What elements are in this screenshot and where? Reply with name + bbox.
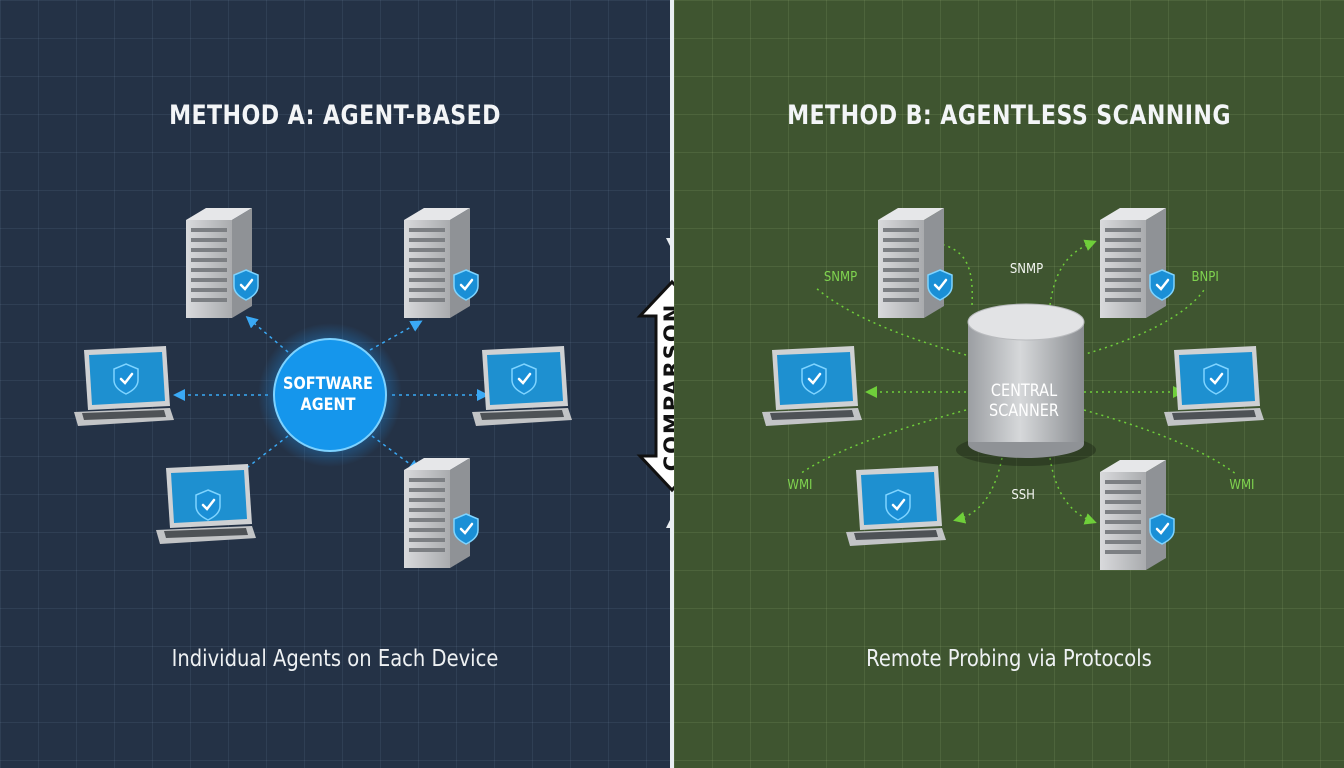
probe-connections: [799, 237, 1237, 525]
server-icon: [404, 458, 480, 568]
method-a-title: METHOD A: AGENT-BASED: [169, 100, 501, 131]
protocol-label-wmi-left: WMI: [787, 478, 813, 493]
server-icon: [404, 208, 480, 318]
agentless-panel: METHOD B: AGENTLESS SCANNING: [674, 0, 1344, 768]
server-icon: [186, 208, 260, 318]
software-agent-label: SOFTWARE AGENT: [277, 374, 379, 416]
laptop-icon: [846, 466, 946, 546]
agent-label-line1: SOFTWARE: [283, 374, 373, 394]
laptop-icon: [1164, 346, 1264, 426]
cylinder-icon: [956, 303, 1096, 466]
central-scanner-label: CENTRAL SCANNER: [989, 381, 1059, 421]
method-a-caption: Individual Agents on Each Device: [171, 646, 499, 672]
laptop-icon: [74, 346, 174, 426]
laptop-icon: [472, 346, 572, 426]
laptop-icon: [156, 464, 256, 544]
protocol-label-snmp-left: SNMP: [823, 270, 858, 285]
agentless-diagram: [762, 208, 1264, 570]
protocol-label-snmp-top: SNMP: [1009, 262, 1044, 277]
method-b-caption: Remote Probing via Protocols: [866, 646, 1152, 672]
server-icon: [878, 208, 954, 318]
agent-diagram: [74, 208, 572, 568]
protocol-label-snmp-right: BNPI: [1191, 270, 1219, 285]
laptop-icon: [762, 346, 862, 426]
server-icon: [1100, 208, 1176, 318]
server-icon: [1100, 460, 1176, 570]
software-agent-hub: [273, 338, 387, 452]
method-b-title: METHOD B: AGENTLESS SCANNING: [787, 100, 1231, 131]
agent-label-line2: AGENT: [300, 395, 356, 415]
protocol-label-wmi-right: WMI: [1229, 478, 1255, 493]
agent-based-panel: METHOD A: AGENT-BASED: [0, 0, 670, 768]
protocol-label-ssh: SSH: [1011, 488, 1035, 503]
